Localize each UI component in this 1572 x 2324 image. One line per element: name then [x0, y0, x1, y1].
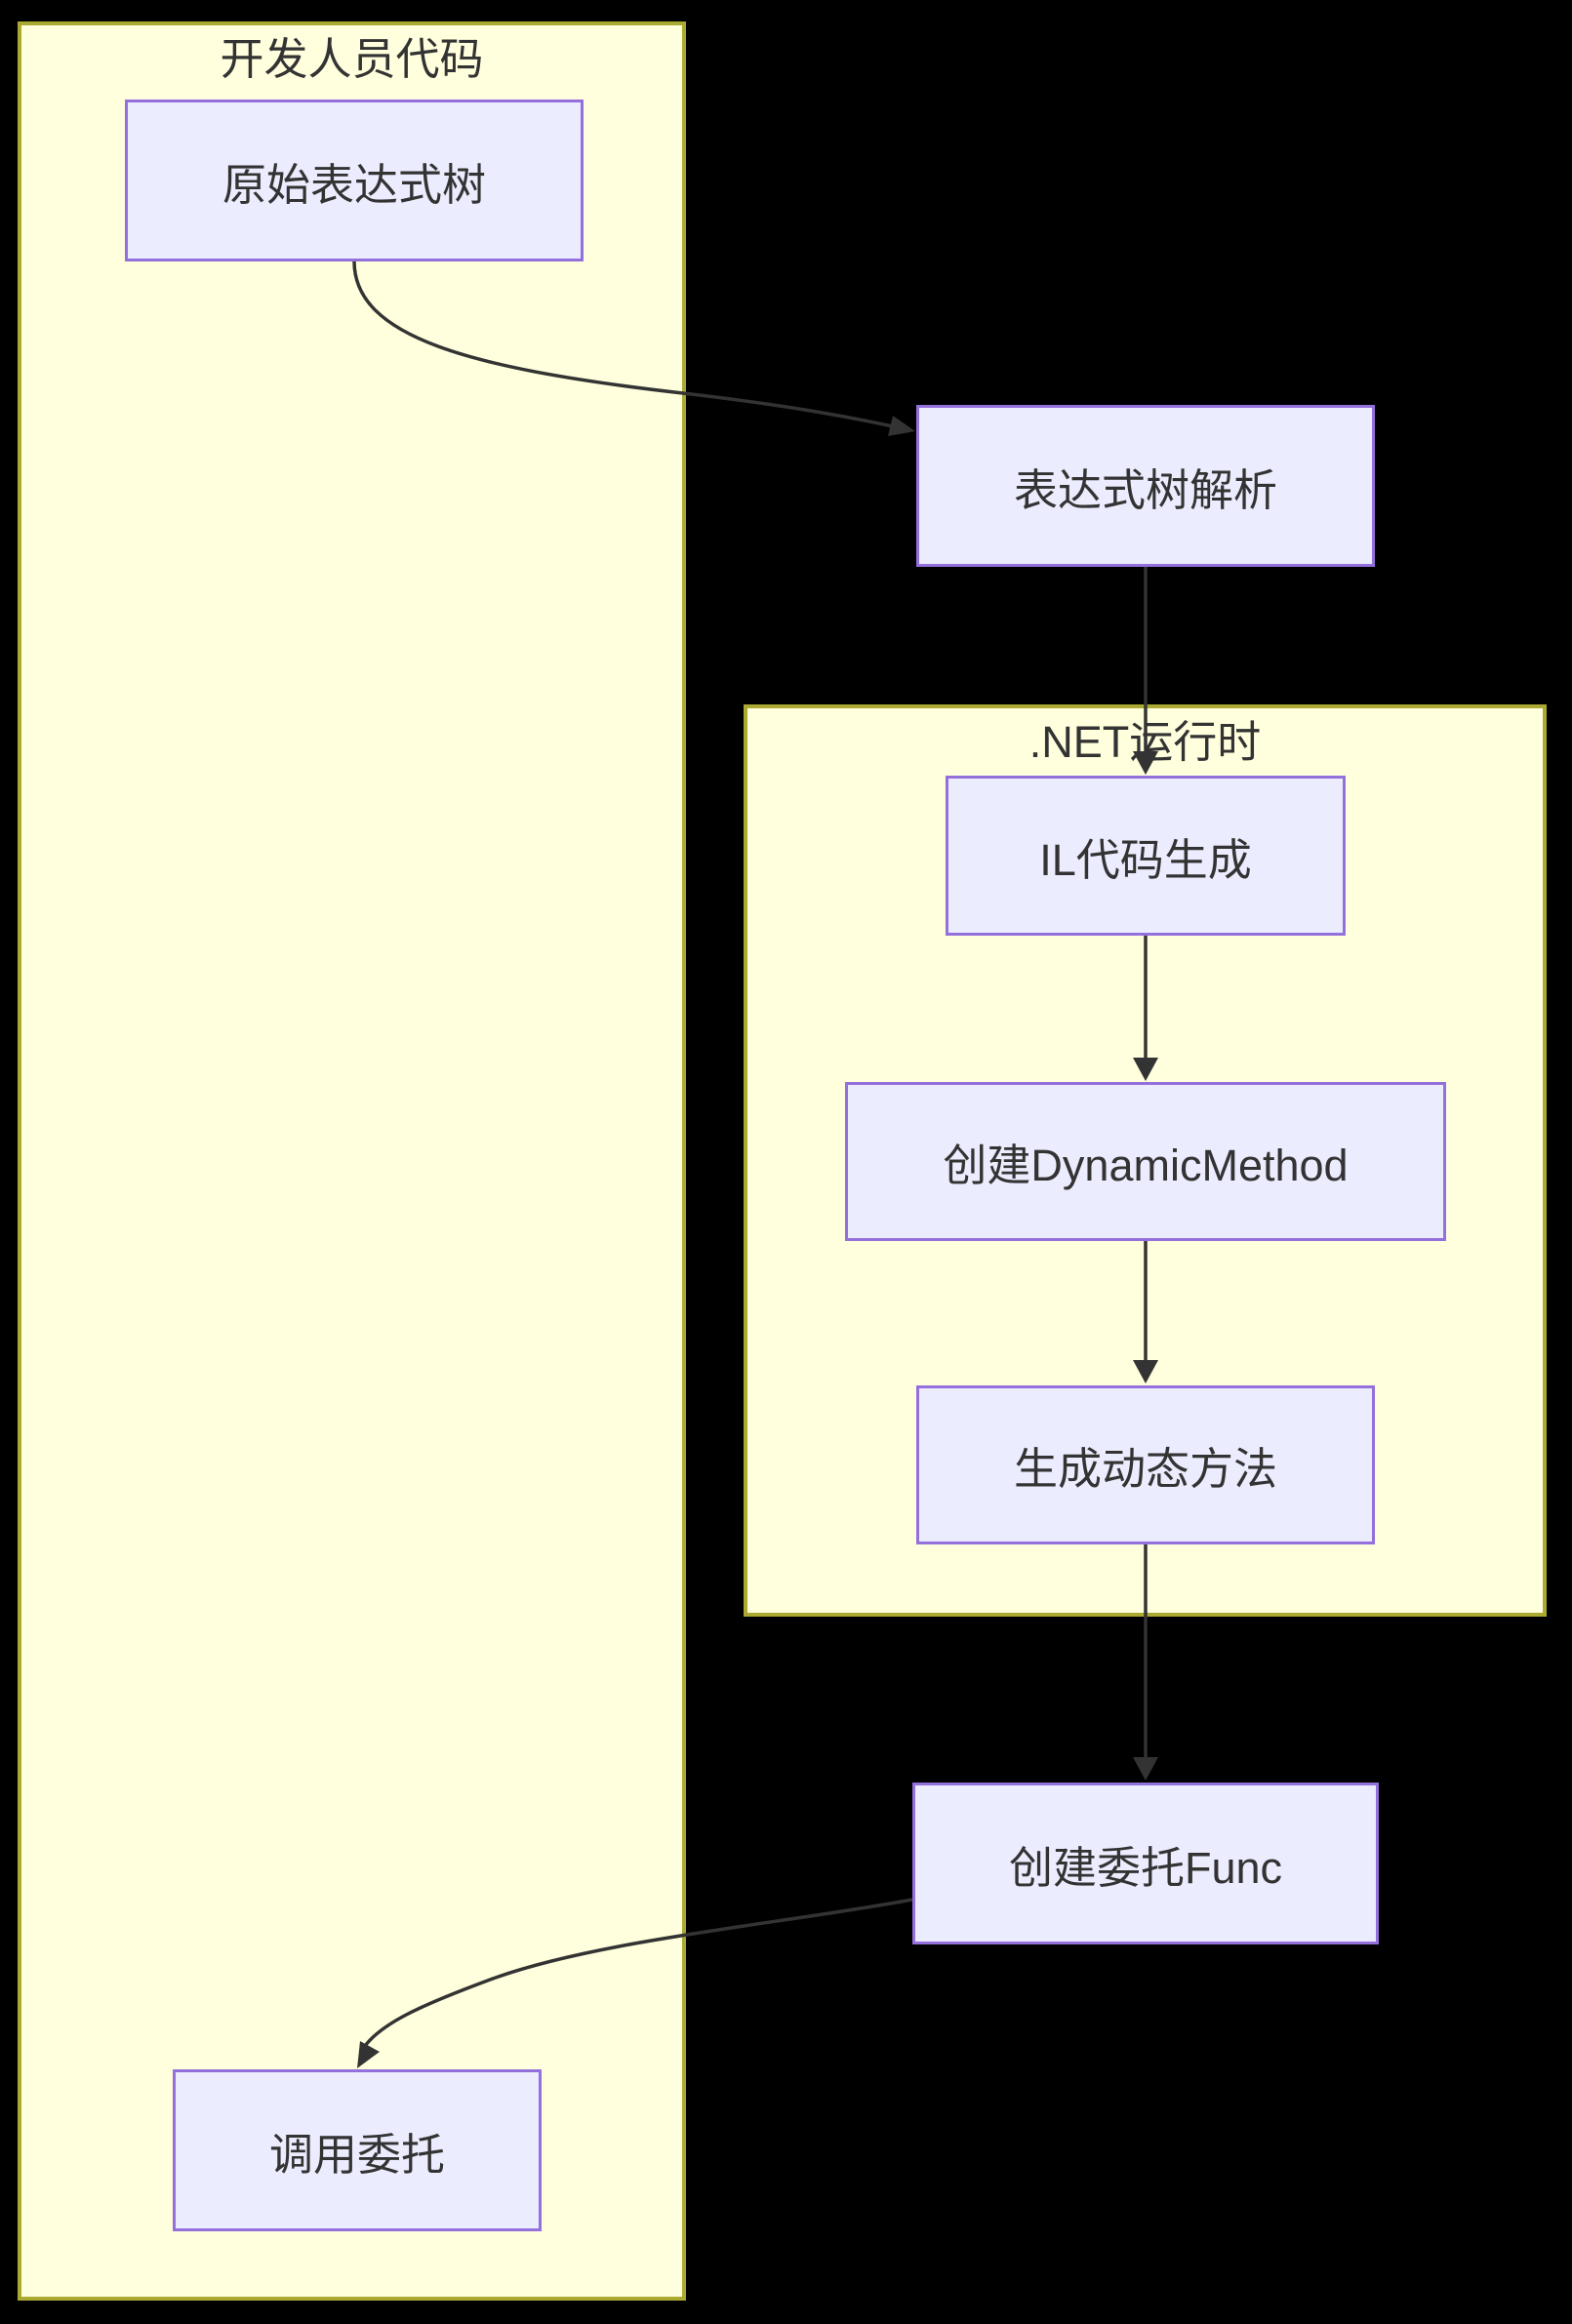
node-invoke-delegate: 调用委托	[173, 2069, 542, 2231]
node-original-expression-tree: 原始表达式树	[125, 100, 584, 261]
node-il-code-generation: IL代码生成	[946, 776, 1346, 936]
node-create-delegate-func: 创建委托Func	[912, 1783, 1379, 1944]
arrowhead-icon	[888, 416, 915, 436]
cluster-developer-code: 开发人员代码	[18, 21, 686, 2301]
arrowhead-icon	[1133, 1757, 1158, 1781]
node-generate-dynamic-method: 生成动态方法	[916, 1385, 1375, 1544]
cluster-dotnet-runtime-title: .NET运行时	[1028, 717, 1262, 767]
cluster-developer-code-title: 开发人员代码	[220, 34, 484, 84]
node-expression-tree-parse: 表达式树解析	[916, 405, 1375, 567]
node-create-dynamicmethod: 创建DynamicMethod	[845, 1082, 1446, 1241]
